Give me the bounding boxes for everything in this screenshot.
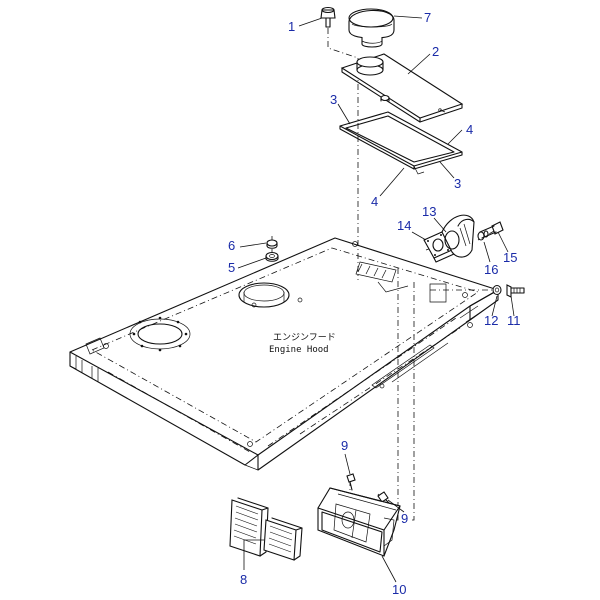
callout-4-right: 4 (466, 122, 473, 137)
callout-9-lower: 9 (401, 511, 408, 526)
rain-cap (348, 8, 395, 48)
callout-1: 1 (288, 19, 295, 34)
callout-9-upper: 9 (341, 438, 348, 453)
engine-hood-plate (69, 237, 499, 471)
callout-4-left: 4 (371, 194, 378, 209)
engine-hood-label-jp: エンジンフード (273, 333, 336, 343)
callout-10: 10 (392, 582, 406, 597)
callout-16: 16 (484, 262, 498, 277)
callout-8: 8 (240, 572, 247, 587)
elbow-duct (441, 214, 475, 258)
callout-6: 6 (228, 238, 235, 253)
callout-12: 12 (484, 313, 498, 328)
air-duct-housing (317, 487, 401, 557)
callout-3-lower: 3 (454, 176, 461, 191)
filter-screens (229, 497, 303, 561)
callout-5: 5 (228, 260, 235, 275)
seal-frame (339, 111, 463, 175)
nut-and-washer (265, 239, 279, 262)
screws-9 (346, 473, 393, 507)
engine-hood-label-en: Engine Hood (269, 345, 329, 355)
bolt-15-and-washer-16 (477, 221, 504, 241)
callout-leaders (237, 15, 515, 583)
knob-bolt (320, 6, 336, 28)
callout-7: 7 (424, 10, 431, 25)
top-cover-plate (340, 53, 464, 123)
callout-14: 14 (397, 218, 411, 233)
callout-3-upper: 3 (330, 92, 337, 107)
callout-13: 13 (422, 204, 436, 219)
callout-2: 2 (432, 44, 439, 59)
callout-11: 11 (507, 313, 521, 328)
callout-labels: 1 7 2 3 4 4 3 6 5 14 13 16 15 12 11 9 9 … (228, 10, 521, 597)
callout-15: 15 (503, 250, 517, 265)
